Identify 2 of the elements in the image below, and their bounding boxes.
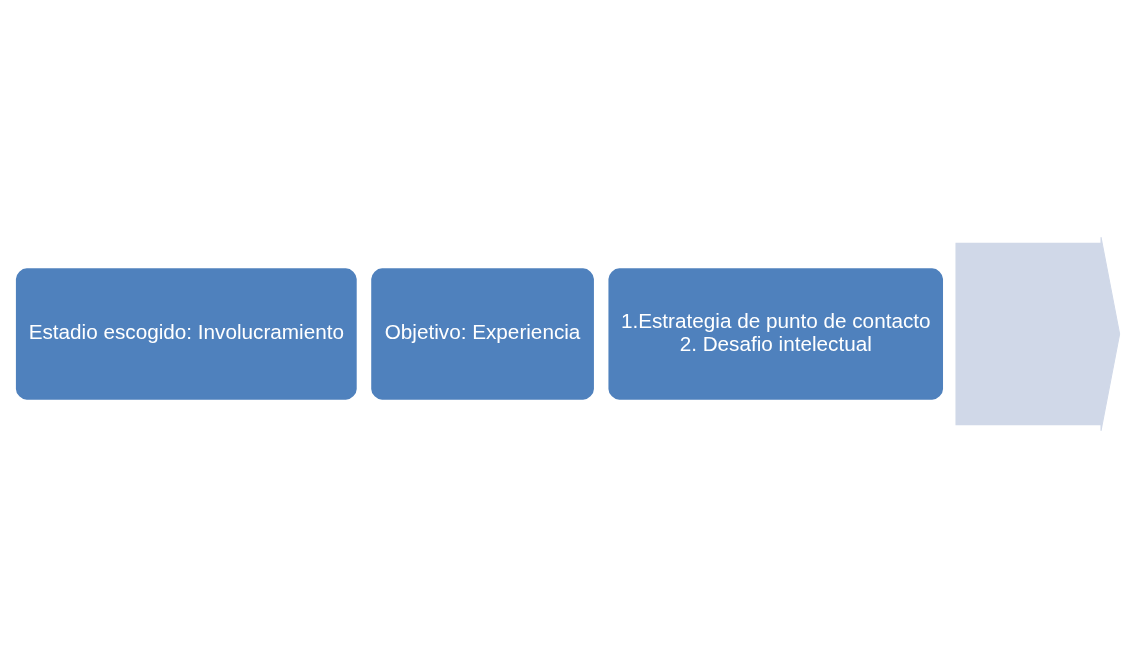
node-arrow bbox=[955, 236, 1121, 432]
node-box: Estadio escogido: Involucramiento bbox=[12, 265, 360, 403]
